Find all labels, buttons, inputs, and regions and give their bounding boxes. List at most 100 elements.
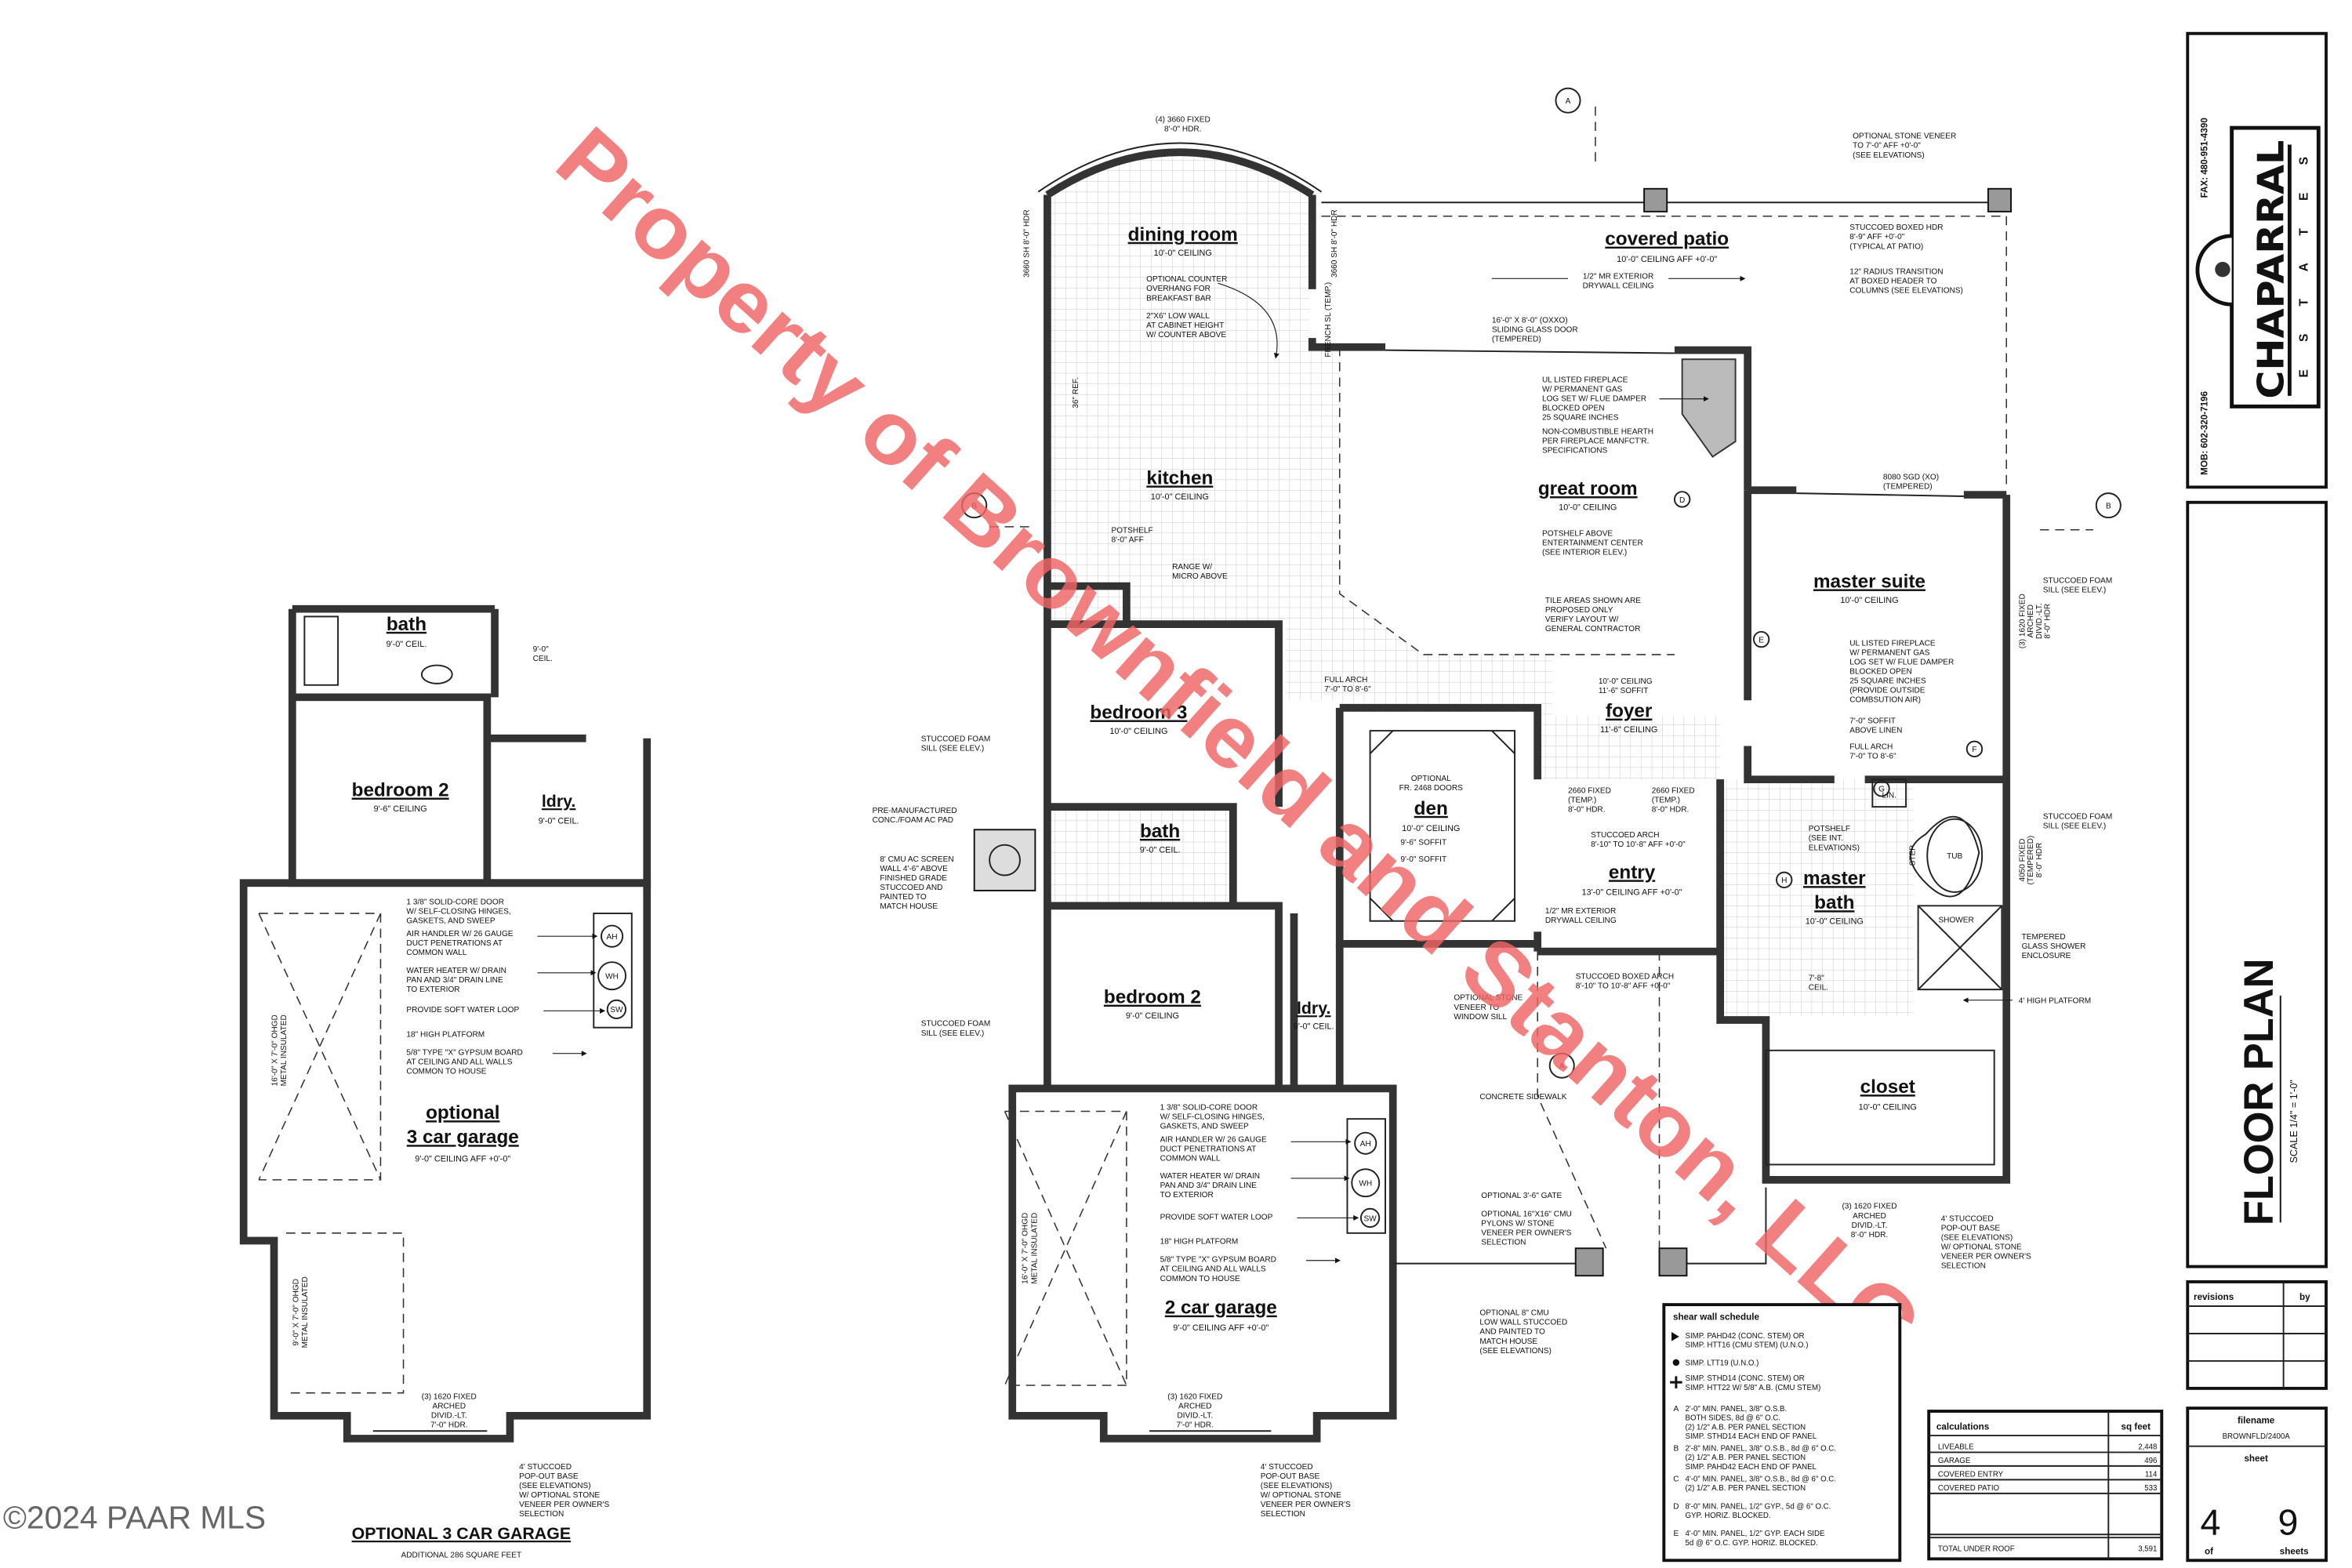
- note-line: 2"X6" LOW WALL: [1146, 312, 1210, 321]
- note-line: OPTIONAL STONE: [1454, 994, 1523, 1003]
- note-line: 9'-0": [533, 645, 549, 654]
- note-line: SILL (SEE ELEV.): [2043, 586, 2106, 595]
- note-line: RANGE W/: [1172, 563, 1212, 572]
- shear-item: SIMP. LTT19 (U.N.O.): [1686, 1359, 1759, 1368]
- note-line: AIR HANDLER W/ 26 GAUGE: [1160, 1135, 1267, 1144]
- note-line: MATCH HOUSE: [1479, 1338, 1537, 1346]
- note-line: 10'-0" CEILING: [1599, 677, 1653, 686]
- elevation-marker-f: F: [1965, 740, 1984, 758]
- note-opt-soft-water: PROVIDE SOFT WATER LOOP: [406, 1006, 519, 1014]
- shear-wall-schedule: shear wall schedule SIMP. PAHD42 (CONC. …: [1662, 1303, 1902, 1563]
- ceiling-opt-ldry: 9'-0" CEIL.: [539, 816, 579, 826]
- note-line: 1/2" MR EXTERIOR: [1545, 907, 1616, 916]
- air-handler-label: AH: [1360, 1140, 1371, 1149]
- sheet-label: sheet: [2244, 1454, 2268, 1464]
- note-line: CEIL.: [1809, 984, 1828, 993]
- note-dining-sh-right: 3660 SH 8'-0" HDR: [1330, 209, 1339, 278]
- note-line: 1 3/8" SOLID-CORE DOOR: [406, 898, 504, 906]
- note-line: OPTIONAL 8" CMU: [1479, 1309, 1548, 1318]
- note-opt-platform: 18" HIGH PLATFORM: [406, 1030, 485, 1039]
- note-gate: OPTIONAL 3'-6" GATE: [1481, 1192, 1562, 1200]
- ceiling-master-bath: 10'-0" CEILING: [1806, 917, 1864, 927]
- note-line: (SEE INT.: [1809, 834, 1843, 843]
- note-sidewalk: CONCRETE SIDEWALK: [1479, 1093, 1566, 1102]
- note-line: COMMON TO HOUSE: [1160, 1275, 1240, 1283]
- calc-total-value: 3,591: [2138, 1545, 2157, 1554]
- triangle-symbol-icon: [1671, 1332, 1679, 1341]
- shear-item: 4'-0" MIN. PANEL, 3/8" O.S.B., 8d @ 6" O…: [1686, 1475, 1836, 1493]
- note-line: 2660 FIXED: [1652, 787, 1695, 796]
- note-line: METAL INSULATED: [301, 1276, 310, 1348]
- note-line: TILE AREAS SHOWN ARE: [1545, 597, 1641, 605]
- note-line: SLIDING GLASS DOOR: [1492, 326, 1578, 335]
- note-line: 5/8" TYPE "X" GYPSUM BOARD: [406, 1049, 522, 1058]
- note-line: ARCHED: [433, 1403, 466, 1411]
- note-line: TO EXTERIOR: [1160, 1191, 1214, 1200]
- note-line: OPTIONAL STONE VENEER: [1853, 132, 1956, 141]
- note-line: STUCCOED ARCH: [1591, 831, 1659, 840]
- calc-label: COVERED ENTRY: [1938, 1470, 2004, 1479]
- note-line: 8'-0" HDR: [2044, 604, 2053, 639]
- note-line: 12" RADIUS TRANSITION: [1849, 268, 1943, 277]
- shear-item: 2'-8" MIN. PANEL, 3/8" O.S.B., 8d @ 6" O…: [1686, 1444, 1836, 1471]
- note-line: COMMON TO HOUSE: [406, 1068, 486, 1076]
- note-soft-water: PROVIDE SOFT WATER LOOP: [1160, 1213, 1273, 1221]
- note-line: 8'-0" HDR.: [1652, 806, 1690, 815]
- note-line: (3) 1620 FIXED: [2019, 593, 2027, 648]
- svg-text:B: B: [2106, 503, 2111, 511]
- soft-water-label: SW: [1363, 1214, 1377, 1223]
- note-line: GENERAL CONTRACTOR: [1545, 625, 1641, 633]
- note-line: 18" HIGH PLATFORM: [1160, 1237, 1239, 1246]
- elevation-marker-h: H: [1776, 871, 1793, 889]
- ceiling-den: 10'-0" CEILING: [1402, 824, 1460, 833]
- note-line: W/ PERMANENT GAS: [1849, 648, 1930, 657]
- note-opt-ceil: 9'-0"CEIL.: [533, 645, 553, 663]
- note-line: BLOCKED OPEN: [1542, 404, 1605, 412]
- note-line: 8'-10" TO 10'-8" AFF +0'-0": [1576, 982, 1671, 991]
- note-line: (3) 1620 FIXED: [1842, 1203, 1896, 1211]
- calc-value: 2,448: [2138, 1443, 2157, 1452]
- note-line: W/ SELF-CLOSING HINGES,: [1160, 1113, 1265, 1122]
- shear-item: 8'-0" MIN. PANEL, 1/2" GYP., 5d @ 6" O.C…: [1686, 1502, 1831, 1520]
- note-line: DUCT PENETRATIONS AT: [406, 939, 503, 948]
- note-line: (3) 1620 FIXED: [1167, 1392, 1222, 1401]
- note-line: VENEER PER OWNER'S: [1941, 1252, 2031, 1261]
- note-line: UL LISTED FIREPLACE: [1542, 376, 1628, 384]
- note-line: SIMP. PAHD42 (CONC. STEM) OR: [1686, 1332, 1805, 1341]
- ceiling-entry: 13'-0" CEILING AFF +0'-0": [1582, 888, 1682, 898]
- note-line: 5d @ 6" O.C. GYP. HORIZ. BLOCKED.: [1686, 1539, 1818, 1548]
- optional-garage-walls: [239, 604, 1036, 1443]
- shear-wall-title: shear wall schedule: [1673, 1312, 1760, 1322]
- room-opt-garage-line2: 3 car garage: [407, 1127, 519, 1148]
- note-line: 2'-8" MIN. PANEL, 3/8" O.S.B., 8d @ 6" O…: [1686, 1444, 1836, 1453]
- svg-text:F: F: [1972, 746, 1976, 754]
- note-line: STUCCOED BOXED ARCH: [1576, 973, 1674, 982]
- note-line: 7'-0" SOFFIT: [1849, 717, 1896, 725]
- calc-value: 114: [2145, 1470, 2158, 1479]
- room-2-car-garage: 2 car garage: [1165, 1298, 1277, 1319]
- note-line: VENEER PER OWNER'S: [519, 1501, 609, 1509]
- note-line: STUCCOED AND: [880, 884, 942, 892]
- note-line: (2) 1/2" A.B. PER PANEL SECTION: [1686, 1454, 1806, 1462]
- note-line: SIMP. HTT16 (CMU STEM) (U.N.O.): [1686, 1341, 1809, 1349]
- note-line: SPECIFICATIONS: [1542, 446, 1608, 455]
- note-line: PER FIREPLACE MANFCT'R.: [1542, 437, 1649, 445]
- ceiling-2-car-garage: 9'-0" CEILING AFF +0'-0": [1173, 1323, 1269, 1333]
- room-opt-bedroom-2: bedroom 2: [352, 780, 449, 801]
- note-line: 8'-0" HDR: [2035, 843, 2044, 878]
- note-range: RANGE W/MICRO ABOVE: [1172, 563, 1228, 581]
- ceiling-foyer: 11'-6" CEILING: [1600, 725, 1657, 735]
- note-line: (4) 3660 FIXED: [1156, 115, 1210, 124]
- note-line: WATER HEATER W/ DRAIN: [1160, 1172, 1260, 1181]
- note-line: (SEE ELEVATIONS): [1941, 1233, 2013, 1242]
- note-line: 7'-8": [1809, 974, 1824, 982]
